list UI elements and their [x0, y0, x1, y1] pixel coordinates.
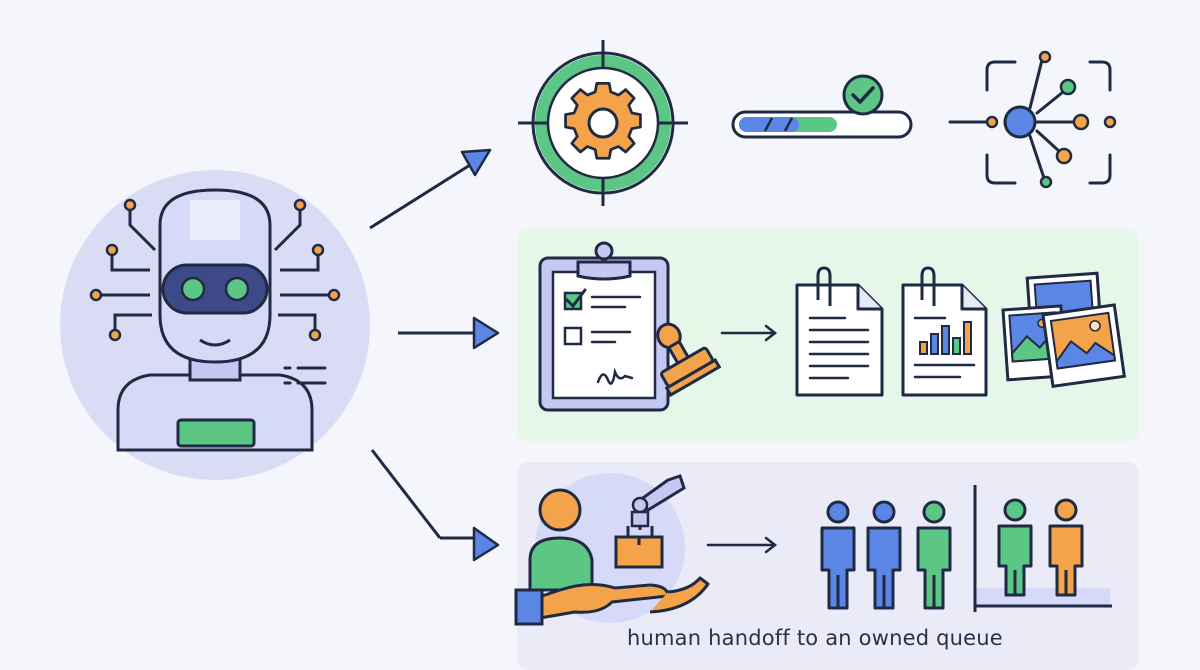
stamp-icon [656, 322, 722, 398]
routing-arrows [369, 148, 500, 562]
document-chart-icon [901, 266, 988, 397]
flow-arrow [720, 324, 778, 342]
network-node-icon [948, 50, 1117, 189]
checklist-clipboard-icon [538, 241, 670, 412]
photos-icon [1001, 271, 1127, 388]
progress-check-icon [731, 74, 913, 139]
hand-robot-handoff-icon [514, 473, 710, 626]
handoff-caption: human handoff to an owned queue [627, 626, 1003, 650]
ai-robot-icon [60, 170, 370, 480]
target-gear-icon [518, 40, 688, 206]
people-queue-icon [820, 485, 1112, 612]
flow-arrow [706, 536, 778, 554]
document-text-icon [795, 266, 884, 397]
